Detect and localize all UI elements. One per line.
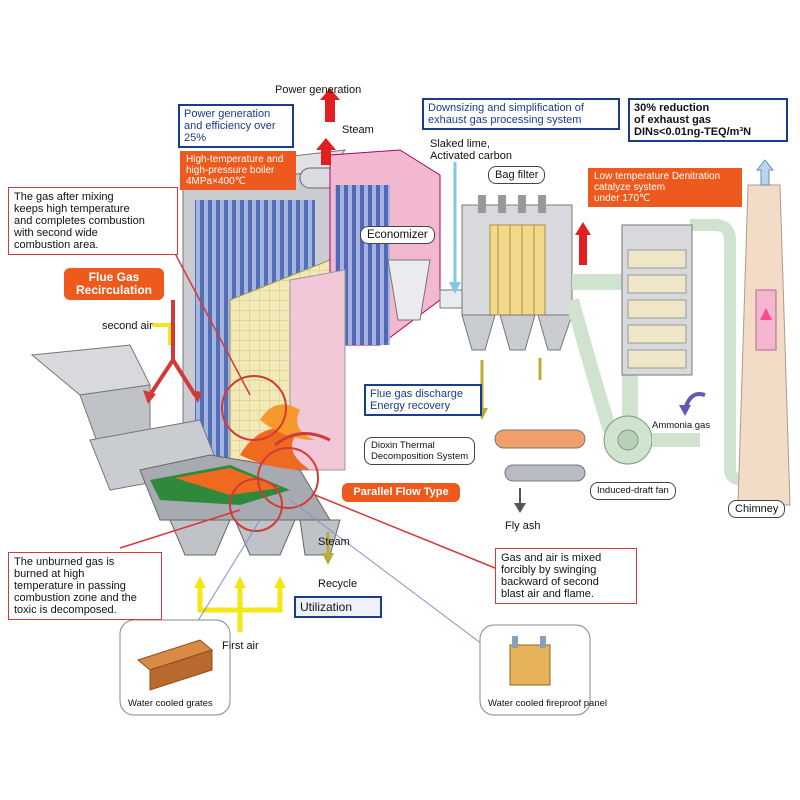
callout-gas-air [314, 494, 501, 571]
slaked-lime-arrowhead [449, 282, 461, 294]
power-up-arrow [320, 88, 340, 122]
boiler-tag: High-temperature and high-pressure boile… [180, 151, 296, 190]
zone-circle-upper [221, 375, 287, 441]
water-grates-label: Water cooled grates [128, 698, 213, 709]
denitration-tag: Low temperature Denitration catalyze sys… [588, 168, 742, 207]
second-air-label: second air [102, 320, 153, 332]
ammonia-gas-label: Ammonia gas [652, 420, 711, 431]
furnace-rear-wall [289, 269, 346, 471]
chimney-stack [737, 159, 791, 506]
second-air-line [152, 323, 172, 345]
zone-circle-middle [257, 447, 319, 509]
bag-filter-exhaust-arrow [575, 222, 591, 265]
flue-discharge-box: Flue gas discharge Energy recovery [364, 384, 482, 416]
bag-filter-label: Bag filter [488, 166, 546, 184]
power-generation-label: Power generation [275, 84, 362, 96]
denitration-tower [621, 224, 693, 376]
reduction-box: 30% reduction of exhaust gas DINs<0.01ng… [628, 98, 788, 142]
gas-mixing-note: The gas after mixing keeps high temperat… [8, 187, 178, 255]
economizer-unit [329, 149, 481, 346]
fly-ash-label: Fly ash [505, 520, 541, 532]
steam-lower-arrowhead [322, 553, 334, 565]
dioxin-decomposition-unit [476, 358, 586, 513]
water-grates-inset [119, 619, 231, 716]
ammonia-arrowhead [679, 405, 691, 416]
dioxin-label: Dioxin Thermal Decomposition System [364, 437, 476, 465]
water-panel-inset [479, 624, 591, 716]
callout-unburned [119, 509, 241, 549]
ash-pits [169, 519, 341, 556]
steam-label: Steam [342, 124, 374, 136]
utilization-box: Utilization [294, 596, 382, 618]
slaked-lime-label: Slaked lime, Activated carbon [430, 138, 512, 162]
steam-lower-label: Steam [318, 536, 350, 548]
parallel-flow-tag: Parallel Flow Type [342, 483, 460, 502]
unburned-gas-note: The unburned gas is burned at high tempe… [8, 552, 162, 620]
induced-fan-label: Induced-draft fan [590, 482, 676, 500]
power-efficiency-box: Power generation and efficiency over 25% [178, 104, 294, 148]
downsizing-box: Downsizing and simplification of exhaust… [422, 98, 620, 130]
first-air-label: First air [222, 640, 259, 652]
gas-air-note: Gas and air is mixed forcibly by swingin… [495, 548, 637, 604]
economizer-label: Economizer [360, 226, 435, 244]
zone-circle-lower [229, 478, 283, 532]
water-panel-label: Water cooled fireproof panel [488, 698, 607, 709]
steam-up-arrow [316, 138, 336, 165]
first-air-arrows [194, 576, 286, 632]
bag-filter-unit [461, 195, 573, 351]
chimney-label: Chimney [728, 500, 786, 518]
flue-gas-recirculation-tag: Flue Gas Recirculation [64, 268, 164, 300]
recirculation-arrows [143, 300, 202, 404]
callout-water-panel [289, 499, 491, 651]
recycle-label: Recycle [318, 578, 358, 590]
